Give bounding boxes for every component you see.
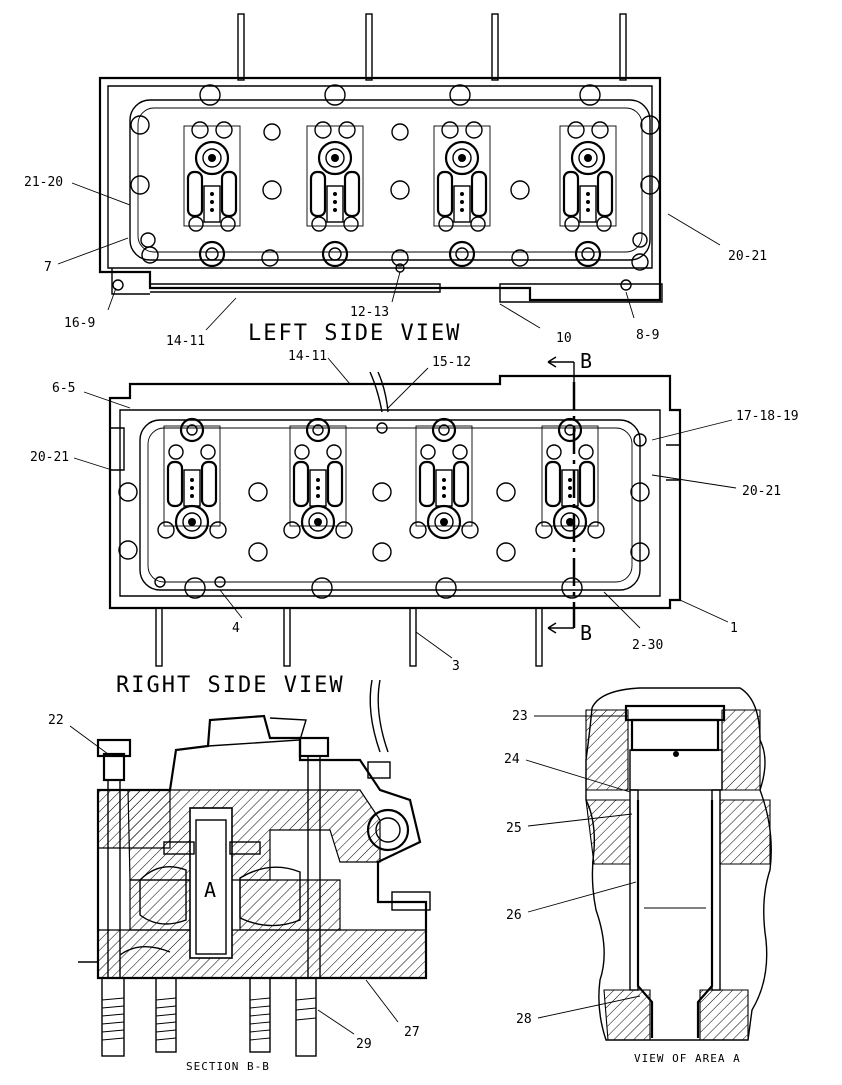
view-of-area-a-title: VIEW OF AREA A <box>634 1052 741 1065</box>
callout-25: 25 <box>506 821 522 836</box>
callout-20-21-left: 20-21 <box>728 249 767 264</box>
callout-17-18-19: 17-18-19 <box>736 409 799 424</box>
left-side-view <box>98 13 663 303</box>
section-callouts: 22 29 27 SECTION B-B <box>48 713 420 1073</box>
callout-14-11: 14-11 <box>166 334 205 349</box>
callout-1: 1 <box>730 621 738 636</box>
right-side-view: B B <box>108 349 682 667</box>
callout-12-13: 12-13 <box>350 305 389 320</box>
right-view-callouts: 14-11 15-12 6-5 20-21 17-18-19 20-21 4 3… <box>30 349 799 698</box>
area-a-marker: A <box>204 878 216 902</box>
callout-4: 4 <box>232 621 240 636</box>
callout-6-5: 6-5 <box>52 381 75 396</box>
right-side-view-title: RIGHT SIDE VIEW <box>116 673 345 698</box>
callout-20-21-right-b: 20-21 <box>742 484 781 499</box>
section-b-b: A <box>78 679 431 1057</box>
area-callouts: 23 24 25 26 28 VIEW OF AREA A <box>504 709 741 1065</box>
callout-23: 23 <box>512 709 528 724</box>
view-of-area-a <box>585 687 772 1041</box>
callout-27: 27 <box>404 1025 420 1040</box>
callout-8-9: 8-9 <box>636 328 659 343</box>
callout-16-9: 16-9 <box>64 316 95 331</box>
section-marker-bottom: B <box>580 621 592 645</box>
callout-22: 22 <box>48 713 64 728</box>
callout-15-12: 15-12 <box>432 355 471 370</box>
left-side-view-title: LEFT SIDE VIEW <box>248 321 461 346</box>
callout-3: 3 <box>452 659 460 674</box>
callout-21-20: 21-20 <box>24 175 63 190</box>
callout-7: 7 <box>44 260 52 275</box>
callout-28: 28 <box>516 1012 532 1027</box>
callout-14-11-right: 14-11 <box>288 349 327 364</box>
left-view-callouts: 21-20 7 16-9 14-11 12-13 10 8-9 20-21 LE… <box>24 175 767 349</box>
callout-24: 24 <box>504 752 520 767</box>
callout-29: 29 <box>356 1037 372 1052</box>
callout-2-30: 2-30 <box>632 638 663 653</box>
section-b-b-title: SECTION B-B <box>186 1060 270 1073</box>
callout-10: 10 <box>556 331 572 346</box>
callout-26: 26 <box>506 908 522 923</box>
callout-20-21-right-a: 20-21 <box>30 450 69 465</box>
section-marker-top: B <box>580 349 592 373</box>
